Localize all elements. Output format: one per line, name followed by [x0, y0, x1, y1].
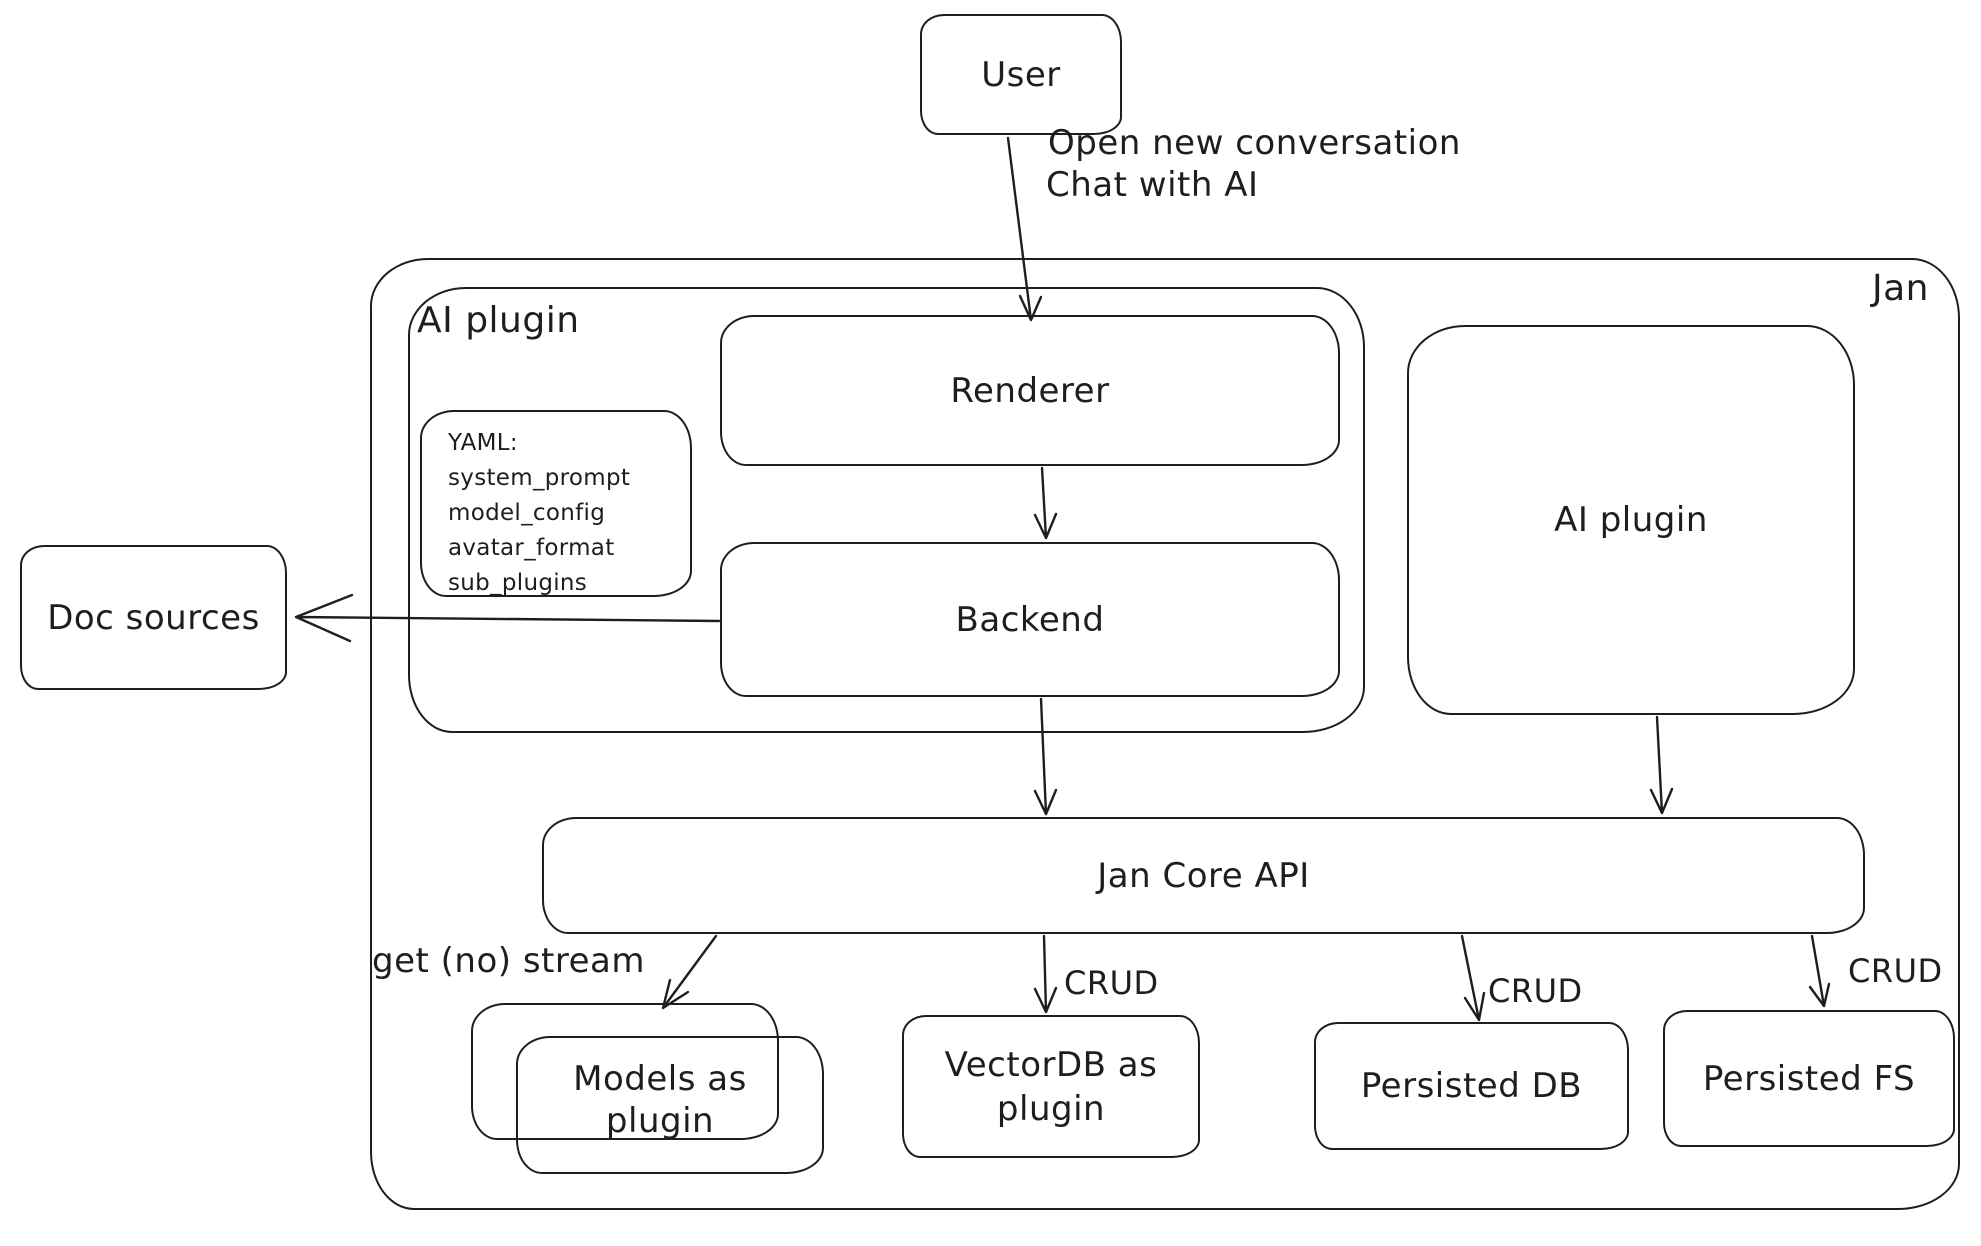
node-user-label: User [981, 54, 1061, 95]
node-vectordb-as-plugin-label: VectorDB as plugin [944, 1044, 1158, 1129]
yaml-note-line: avatar_format [448, 535, 615, 561]
node-ai-plugin-right-label: AI plugin [1554, 500, 1708, 540]
node-persisted-fs: Persisted FS [1663, 1010, 1955, 1147]
edge-label-crud-vectordb: CRUD [1064, 964, 1159, 1002]
node-models-as-plugin-label: Models as plugin [573, 1059, 747, 1141]
node-ai-plugin-right: AI plugin [1407, 325, 1855, 715]
container-jan-label: Jan [1872, 268, 1929, 309]
node-backend-label: Backend [955, 599, 1105, 640]
node-renderer-label: Renderer [950, 370, 1110, 411]
node-user: User [920, 14, 1122, 135]
container-ai-plugin-label: AI plugin [417, 300, 580, 341]
node-vectordb-as-plugin: VectorDB as plugin [902, 1015, 1200, 1158]
node-jan-core-api: Jan Core API [542, 817, 1865, 934]
node-models-as-plugin [516, 1036, 824, 1174]
node-models-as-plugin-back [471, 1003, 779, 1140]
yaml-note-line: system_prompt [448, 465, 631, 491]
node-yaml-note: YAML: system_prompt model_config avatar_… [420, 410, 692, 597]
container-ai-plugin [408, 287, 1365, 733]
node-backend: Backend [720, 542, 1340, 697]
node-persisted-db-label: Persisted DB [1360, 1066, 1583, 1106]
node-renderer: Renderer [720, 315, 1340, 466]
container-jan [370, 258, 1960, 1210]
edge-label-open-new-conversation: Open new conversation [1048, 123, 1461, 163]
node-jan-core-api-label: Jan Core API [1097, 855, 1310, 896]
yaml-note-text: YAML: system_prompt model_config avatar_… [448, 426, 630, 601]
yaml-note-line: sub_plugins [448, 570, 588, 596]
node-doc-sources-label: Doc sources [47, 597, 260, 638]
edge-label-crud-persisted-fs: CRUD [1848, 952, 1943, 990]
node-doc-sources: Doc sources [20, 545, 287, 690]
edge-label-chat-with-ai: Chat with AI [1046, 165, 1259, 205]
edge-label-crud-persisted-db: CRUD [1488, 972, 1583, 1010]
node-persisted-fs-label: Persisted FS [1702, 1058, 1916, 1099]
yaml-note-title: YAML: [448, 430, 518, 456]
node-persisted-db: Persisted DB [1314, 1022, 1629, 1150]
edge-label-get-no-stream: get (no) stream [372, 941, 645, 981]
yaml-note-line: model_config [448, 500, 606, 526]
